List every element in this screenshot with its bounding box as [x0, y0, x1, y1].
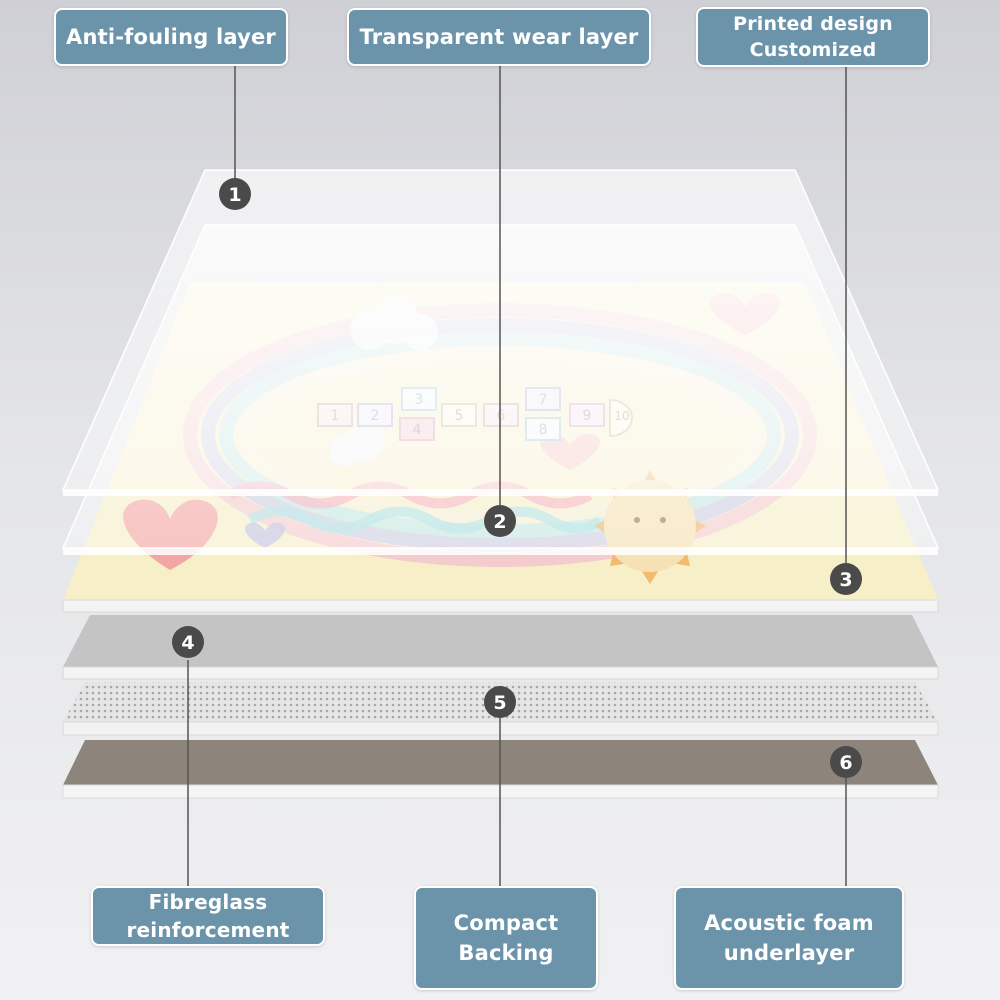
badge-4: 4 — [172, 626, 204, 658]
badge-number: 5 — [493, 692, 506, 714]
label-text: underlayer — [724, 938, 855, 968]
badge-2: 2 — [484, 505, 516, 537]
label-anti-fouling-layer: Anti-fouling layer — [54, 8, 288, 66]
label-text: Anti-fouling layer — [66, 25, 276, 49]
label-acoustic-foam-underlayer: Acoustic foam underlayer — [674, 886, 904, 990]
badge-6: 6 — [830, 746, 862, 778]
badge-5: 5 — [484, 686, 516, 718]
label-transparent-wear-layer: Transparent wear layer — [347, 8, 651, 66]
label-text: Fibreglass — [149, 888, 268, 916]
badge-number: 3 — [839, 569, 852, 591]
label-compact-backing: Compact Backing — [414, 886, 598, 990]
badge-number: 1 — [228, 184, 241, 206]
label-printed-design: Printed design Customized — [696, 7, 930, 67]
label-text: Printed design — [733, 11, 893, 37]
label-text: Transparent wear layer — [360, 25, 639, 49]
label-fibreglass-reinforcement: Fibreglass reinforcement — [91, 886, 325, 946]
label-text: Customized — [750, 37, 877, 63]
label-text: Acoustic foam — [704, 908, 874, 938]
badge-number: 4 — [181, 632, 194, 654]
badge-number: 6 — [839, 752, 852, 774]
badge-1: 1 — [219, 178, 251, 210]
badge-3: 3 — [830, 563, 862, 595]
label-text: reinforcement — [126, 916, 289, 944]
badge-number: 2 — [493, 511, 506, 533]
label-text: Compact — [454, 908, 559, 938]
label-text: Backing — [458, 938, 553, 968]
